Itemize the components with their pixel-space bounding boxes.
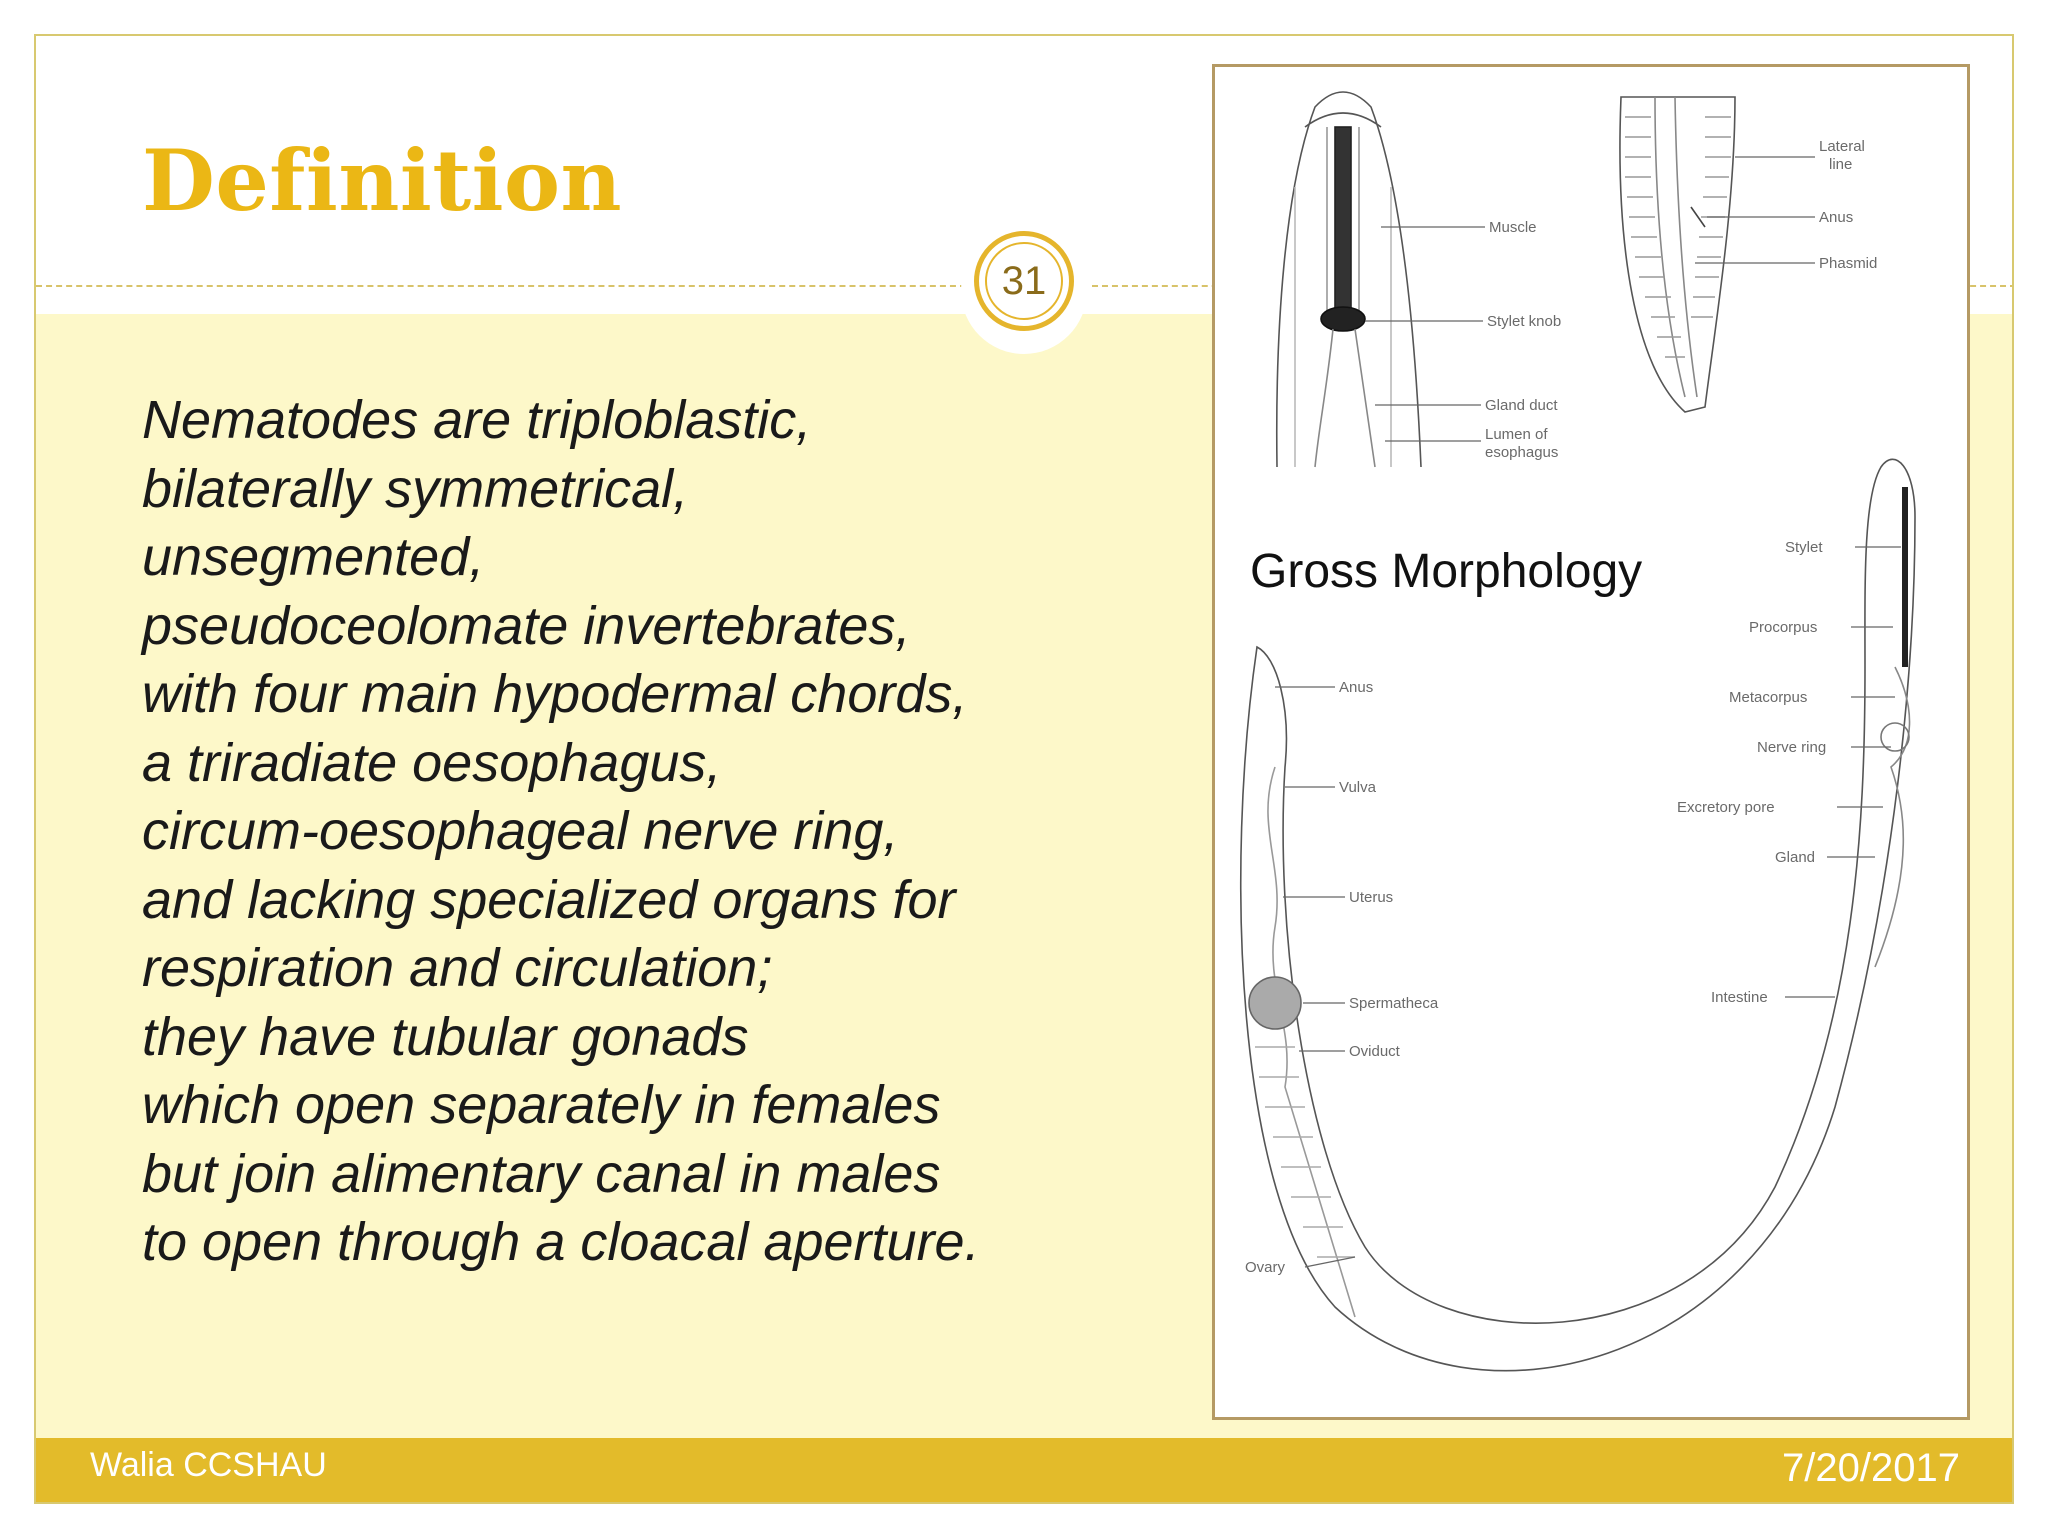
tail-drawing	[1619, 96, 1736, 413]
label-vulva: Vulva	[1339, 779, 1377, 796]
page-number: 31	[985, 242, 1063, 320]
definition-line: which open separately in females	[142, 1075, 941, 1135]
definition-line: bilaterally symmetrical,	[142, 458, 689, 519]
label-anus-tail: Anus	[1819, 209, 1853, 226]
definition-line: a triradiate oesophagus,	[142, 732, 722, 793]
definition-line: circum-oesophageal nerve ring,	[142, 801, 899, 861]
label-stylet-knob: Stylet knob	[1487, 313, 1561, 330]
definition-line: pseudoceolomate invertebrates,	[142, 595, 911, 656]
page-number-badge: 31	[974, 231, 1074, 331]
figure-caption: Gross Morphology	[1250, 545, 1643, 598]
label-metacorpus: Metacorpus	[1729, 689, 1807, 706]
label-intestine: Intestine	[1711, 989, 1768, 1006]
label-esophagus: esophagus	[1485, 444, 1558, 461]
footer-date: 7/20/2017	[1782, 1446, 1960, 1490]
label-phasmid: Phasmid	[1819, 255, 1877, 272]
definition-line: but join alimentary canal in males	[142, 1143, 941, 1204]
label-spermatheca: Spermatheca	[1349, 995, 1439, 1012]
label-lumen-of: Lumen of	[1485, 426, 1548, 443]
label-uterus: Uterus	[1349, 889, 1393, 906]
label-lateral: Lateral	[1819, 138, 1865, 155]
label-nerve-ring: Nerve ring	[1757, 739, 1826, 756]
definition-line: respiration and circulation;	[142, 938, 773, 998]
slide: Definition 31 Nematodes are triploblasti…	[34, 34, 2014, 1504]
nematode-morphology-figure: Muscle Stylet knob Gland duct Lumen of e…	[1212, 64, 1970, 1420]
footer-author: Walia CCSHAU	[90, 1446, 327, 1484]
definition-line: and lacking specialized organs for	[142, 869, 956, 930]
label-muscle: Muscle	[1489, 219, 1537, 236]
label-ovary: Ovary	[1245, 1259, 1286, 1276]
label-procorpus: Procorpus	[1749, 619, 1817, 636]
label-excretory-pore: Excretory pore	[1677, 799, 1775, 816]
definition-line: they have tubular gonads	[142, 1006, 749, 1067]
head-drawing	[1275, 91, 1422, 468]
definition-line: unsegmented,	[142, 527, 485, 587]
header-divider-left	[36, 285, 966, 287]
label-line: line	[1829, 156, 1852, 173]
diagram-labels: Muscle Stylet knob Gland duct Lumen of e…	[1245, 138, 1877, 1276]
footer-bar	[36, 1438, 2012, 1502]
definition-line: with four main hypodermal chords,	[142, 664, 968, 724]
label-oviduct: Oviduct	[1349, 1043, 1401, 1060]
label-anus-body: Anus	[1339, 679, 1373, 696]
definition-line: Nematodes are triploblastic,	[142, 390, 812, 450]
body-drawing	[1239, 458, 1916, 1372]
label-gland: Gland	[1775, 849, 1815, 866]
definition-line: to open through a cloacal aperture.	[142, 1212, 980, 1272]
label-leaders	[1275, 156, 1901, 1268]
label-gland-duct: Gland duct	[1485, 397, 1558, 414]
definition-text: Nematodes are triploblastic, bilaterally…	[142, 386, 1142, 1277]
slide-title: Definition	[142, 131, 623, 230]
label-stylet: Stylet	[1785, 539, 1823, 556]
nematode-diagram: Muscle Stylet knob Gland duct Lumen of e…	[1239, 91, 1916, 1372]
